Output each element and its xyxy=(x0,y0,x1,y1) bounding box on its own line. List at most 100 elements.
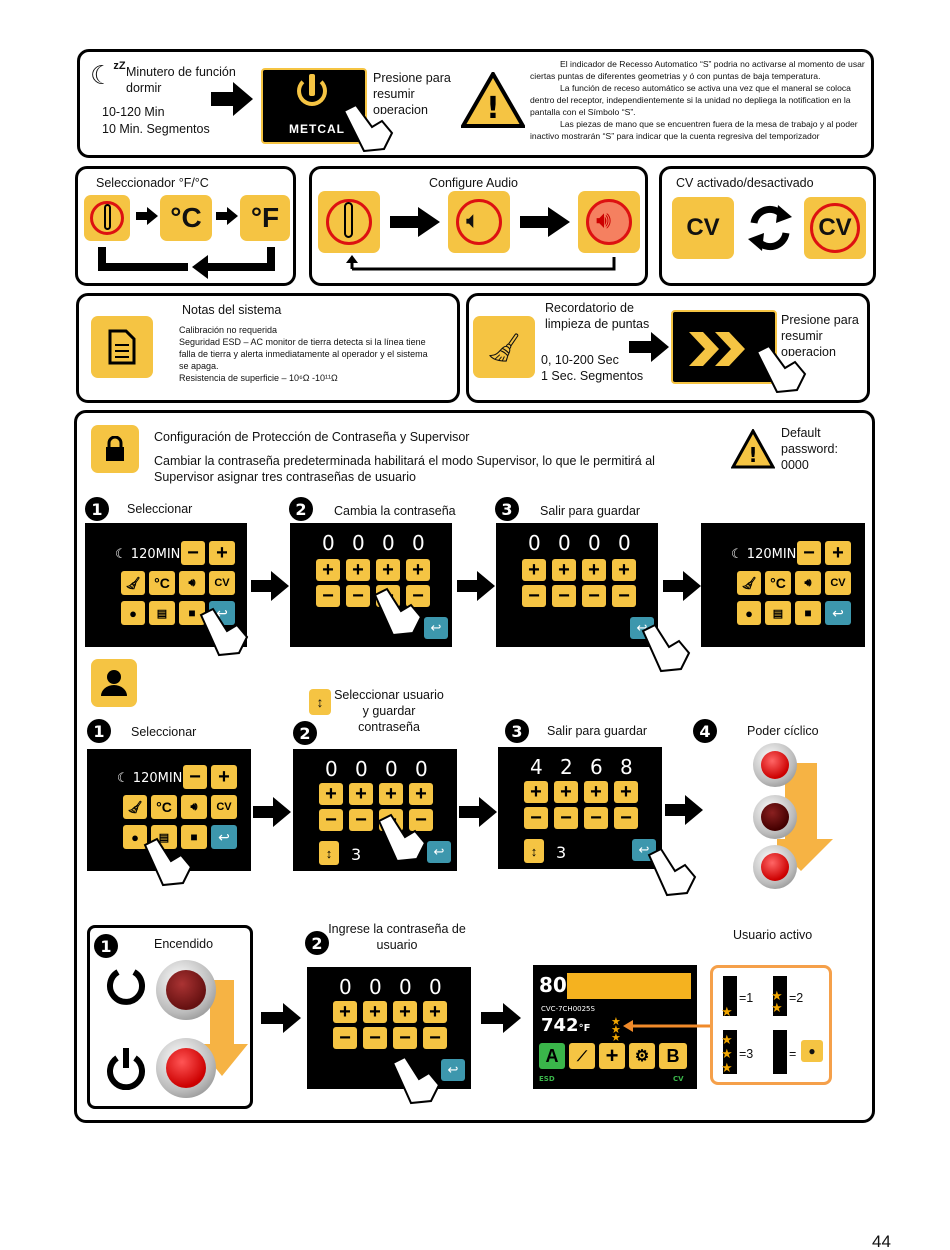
user-tile[interactable] xyxy=(91,659,137,707)
back-button[interactable]: ↩ xyxy=(424,617,448,639)
plus-button-4[interactable]: + xyxy=(423,1001,447,1023)
plus-button-3[interactable]: + xyxy=(584,781,608,803)
gear-button[interactable]: ⚙ xyxy=(629,1043,655,1069)
minus-button-2[interactable]: − xyxy=(363,1027,387,1049)
plus-button-2[interactable]: + xyxy=(363,1001,387,1023)
minus-button[interactable]: − xyxy=(797,541,821,565)
plus-button-3[interactable]: + xyxy=(393,1001,417,1023)
user-button[interactable]: ● xyxy=(123,825,147,849)
plus-button-1[interactable]: + xyxy=(522,559,546,581)
digit-4: 0 xyxy=(415,757,428,781)
plus-button-3[interactable]: + xyxy=(379,783,403,805)
digit-3: 0 xyxy=(385,757,398,781)
clean-button[interactable]: 🧹︎ xyxy=(737,571,761,595)
plus-button-2[interactable]: + xyxy=(554,781,578,803)
plus-button-4[interactable]: + xyxy=(614,781,638,803)
thermometer-off-tile[interactable] xyxy=(318,191,380,253)
clean-button[interactable]: 🧹︎ xyxy=(121,571,145,595)
tip-clean-press-text: Presione para resumir operacion xyxy=(781,313,859,356)
unit-button[interactable]: °C xyxy=(765,571,791,595)
user-select-button[interactable]: ↕ xyxy=(319,841,339,865)
cv-off-tile[interactable]: CV xyxy=(804,197,866,259)
plus-button-1[interactable]: + xyxy=(333,1001,357,1023)
user-button[interactable]: ● xyxy=(121,601,145,625)
minus-button-1[interactable]: − xyxy=(333,1027,357,1049)
speaker-off-tile[interactable]: 🔈︎ xyxy=(448,191,510,253)
fahrenheit-tile[interactable]: °F xyxy=(240,195,290,241)
audio-button[interactable]: 🔊︎ xyxy=(181,795,207,819)
plus-button-1[interactable]: + xyxy=(524,781,548,803)
speaker-on-tile[interactable]: 🔊︎ xyxy=(578,191,640,253)
metcal-resume-screen[interactable]: METCAL xyxy=(261,68,367,144)
lock-button[interactable]: ■ xyxy=(795,601,821,625)
hand-pointer-icon xyxy=(377,813,427,863)
login-step-1-label: Encendido xyxy=(154,937,214,951)
thermometer-off-tile[interactable] xyxy=(84,195,130,241)
user-step-1-badge: 1 xyxy=(87,719,111,743)
plus-button[interactable]: + xyxy=(211,765,237,789)
minus-button[interactable]: − xyxy=(181,541,205,565)
plus-button[interactable]: + xyxy=(825,541,851,565)
plus-button-4[interactable]: + xyxy=(406,559,430,581)
plus-button-2[interactable]: + xyxy=(552,559,576,581)
plus-button-4[interactable]: + xyxy=(612,559,636,581)
cv-button[interactable]: CV xyxy=(825,571,851,595)
audio-button[interactable]: 🔊︎ xyxy=(795,571,821,595)
audio-button[interactable]: 🔊︎ xyxy=(179,571,205,595)
graph-button[interactable]: ⟋ xyxy=(569,1043,595,1069)
minus-button-3[interactable]: − xyxy=(393,1027,417,1049)
cleaning-tile[interactable]: 🧹︎ xyxy=(473,316,535,378)
plus-button-3[interactable]: + xyxy=(376,559,400,581)
back-button[interactable]: ↩ xyxy=(825,601,851,625)
plus-button-2[interactable]: + xyxy=(349,783,373,805)
plus-button[interactable]: + xyxy=(599,1043,625,1069)
minus-button-1[interactable]: − xyxy=(319,809,343,831)
minus-button[interactable]: − xyxy=(183,765,207,789)
cv-on-tile[interactable]: CV xyxy=(672,197,734,259)
b-button[interactable]: B xyxy=(659,1043,687,1069)
resume-chevron-screen[interactable] xyxy=(671,310,777,384)
notes-button[interactable]: ▤ xyxy=(149,601,175,625)
a-button[interactable]: A xyxy=(539,1043,565,1069)
unit-button[interactable]: °C xyxy=(151,795,177,819)
lock-button[interactable]: ■ xyxy=(179,601,205,625)
minus-button-1[interactable]: − xyxy=(522,585,546,607)
minus-button-1[interactable]: − xyxy=(524,807,548,829)
arrow-right-icon xyxy=(390,207,440,237)
minus-button-4[interactable]: − xyxy=(612,585,636,607)
lock-button[interactable]: ■ xyxy=(181,825,207,849)
lock-tile[interactable] xyxy=(91,425,139,473)
minus-button-4[interactable]: − xyxy=(423,1027,447,1049)
digit-3: 0 xyxy=(399,975,412,999)
plus-button-1[interactable]: + xyxy=(316,559,340,581)
unit-button[interactable]: °C xyxy=(149,571,175,595)
clean-button[interactable]: 🧹︎ xyxy=(123,795,147,819)
plus-button-1[interactable]: + xyxy=(319,783,343,805)
plus-button-4[interactable]: + xyxy=(409,783,433,805)
notes-button[interactable]: ▤ xyxy=(765,601,791,625)
plus-button[interactable]: + xyxy=(209,541,235,565)
minus-button-4[interactable]: − xyxy=(406,585,430,607)
minus-button-2[interactable]: − xyxy=(346,585,370,607)
back-button[interactable]: ↩ xyxy=(427,841,451,863)
user-button[interactable]: ● xyxy=(737,601,761,625)
cv-button[interactable]: CV xyxy=(209,571,235,595)
minus-button-3[interactable]: − xyxy=(584,807,608,829)
back-button[interactable]: ↩ xyxy=(441,1059,465,1081)
user-select-button[interactable]: ↕ xyxy=(524,839,544,863)
minus-button-2[interactable]: − xyxy=(349,809,373,831)
plus-button-2[interactable]: + xyxy=(346,559,370,581)
document-tile[interactable] xyxy=(91,316,153,378)
minus-button-3[interactable]: − xyxy=(582,585,606,607)
minus-button-4[interactable]: − xyxy=(409,809,433,831)
cv-button[interactable]: CV xyxy=(211,795,237,819)
minus-button-1[interactable]: − xyxy=(316,585,340,607)
celsius-tile[interactable]: °C xyxy=(160,195,212,241)
minus-button-4[interactable]: − xyxy=(614,807,638,829)
temp-unit-panel: Seleccionador °F/°C °C °F xyxy=(75,166,296,286)
back-button[interactable]: ↩ xyxy=(211,825,237,849)
plus-button-3[interactable]: + xyxy=(582,559,606,581)
user-1-bar xyxy=(723,976,737,1016)
minus-button-2[interactable]: − xyxy=(552,585,576,607)
minus-button-2[interactable]: − xyxy=(554,807,578,829)
